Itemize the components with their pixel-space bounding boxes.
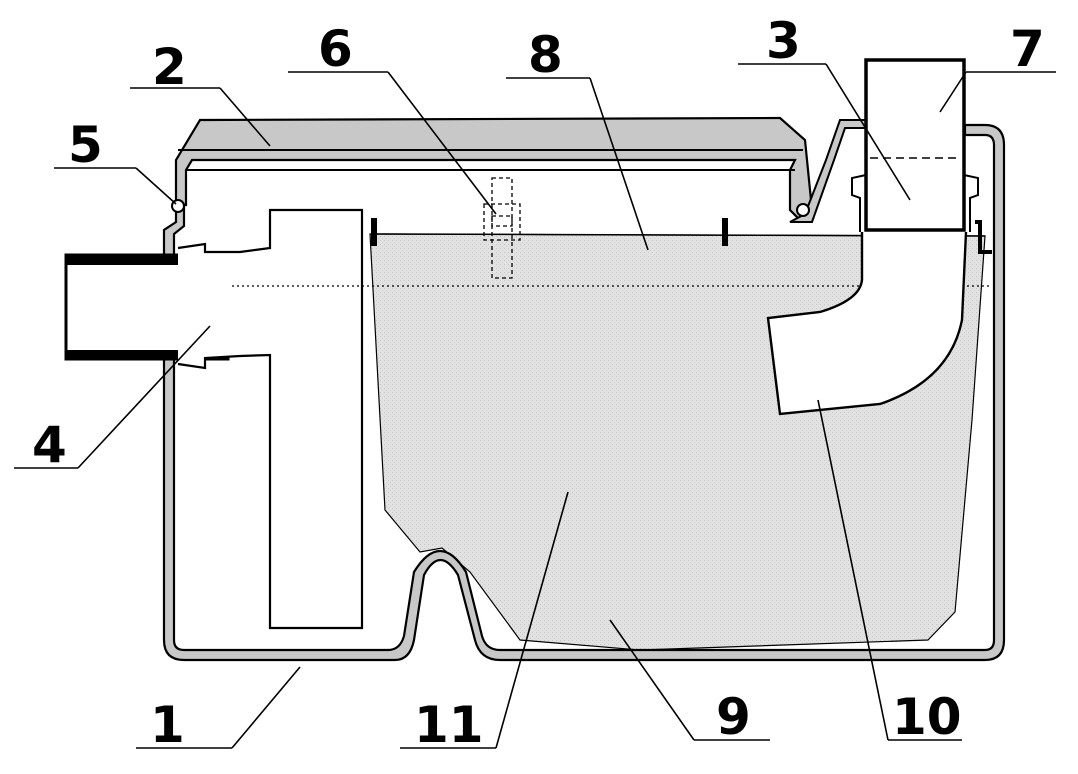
callout-3: 3 xyxy=(738,12,911,201)
callout-8: 8 xyxy=(506,26,649,251)
outlet-pipe-flange xyxy=(177,208,364,630)
level-mark-left xyxy=(371,218,377,246)
callout-1: 1 xyxy=(136,666,301,754)
callout-label-7: 7 xyxy=(1010,20,1045,78)
seal-right-icon xyxy=(796,203,810,217)
callout-label-2: 2 xyxy=(152,38,187,96)
callout-5: 5 xyxy=(54,116,177,205)
outlet-pipe-top-band xyxy=(66,255,228,265)
callout-11: 11 xyxy=(400,491,569,754)
lid xyxy=(174,116,814,222)
callout-2: 2 xyxy=(130,38,271,147)
callout-10: 10 xyxy=(817,399,962,746)
level-mark-right xyxy=(722,218,728,246)
callout-6: 6 xyxy=(288,20,497,215)
callout-9: 9 xyxy=(609,619,770,746)
filler-cap-clip-right xyxy=(963,174,979,232)
outlet-pipe-bottom-band xyxy=(66,350,228,360)
callout-label-10: 10 xyxy=(892,688,962,746)
filler-cap-clip-left xyxy=(851,174,867,232)
callout-label-4: 4 xyxy=(32,416,67,474)
callout-label-11: 11 xyxy=(414,696,484,754)
callout-label-1: 1 xyxy=(150,696,185,754)
callout-label-5: 5 xyxy=(68,116,103,174)
callout-4: 4 xyxy=(14,325,211,474)
filler-cap xyxy=(864,58,966,232)
right-hook xyxy=(975,220,992,254)
callout-label-3: 3 xyxy=(766,12,801,70)
callout-7: 7 xyxy=(939,20,1056,113)
inlet-elbow xyxy=(766,231,968,416)
callout-label-8: 8 xyxy=(528,26,563,84)
callout-label-9: 9 xyxy=(716,688,751,746)
callout-label-6: 6 xyxy=(318,20,353,78)
level-sensor xyxy=(483,177,521,279)
tank-housing xyxy=(162,123,1006,662)
